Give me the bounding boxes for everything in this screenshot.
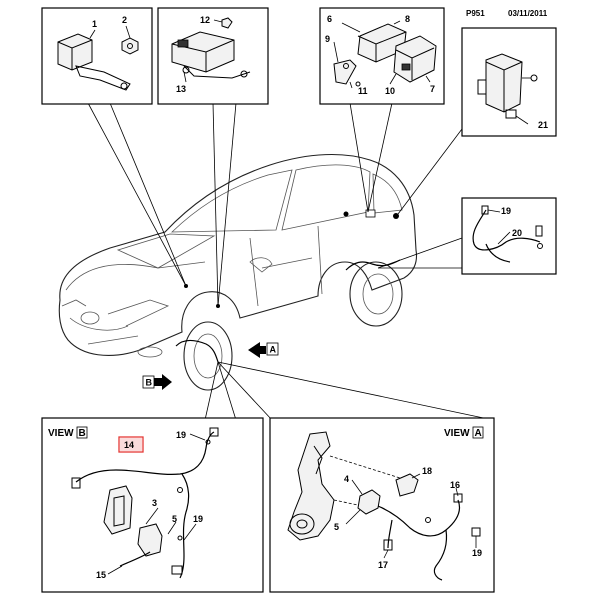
callout-19-viewb-top: 19 [176,430,186,440]
callout-4: 4 [344,474,349,484]
diagram-date: 03/11/2011 [508,9,548,18]
view-arrow-b: B [142,374,172,390]
callout-12: 12 [200,15,210,25]
callout-13: 13 [176,84,186,94]
callout-16: 16 [450,480,460,490]
callout-19-harness: 19 [501,206,511,216]
callout-10: 10 [385,86,395,96]
view-arrow-a: A [248,342,279,358]
callout-20: 20 [512,228,522,238]
inset-wiring-harness: 19 20 [461,197,557,275]
callout-14: 14 [124,440,134,450]
callout-18: 18 [422,466,432,476]
callout-9: 9 [325,34,330,44]
callout-7: 7 [430,84,435,94]
callout-5-viewa: 5 [334,522,339,532]
view-b-letter: B [79,428,86,439]
car-wiring [175,209,401,363]
diagram-code: P951 [466,9,485,18]
callout-11: 11 [358,86,368,96]
inset-side-sensor: 21 [461,27,557,137]
callout-3: 3 [152,498,157,508]
callout-15: 15 [96,570,106,580]
view-a-panel: VIEW A 4 18 5 17 16 19 [269,417,495,593]
inset-sensor-bracket: 1 2 [41,7,153,105]
view-arrow-b-letter: B [146,378,153,388]
callout-8: 8 [405,14,410,24]
callout-6: 6 [327,14,332,24]
view-b-panel: VIEW B 14 19 3 5 19 15 [41,417,264,593]
view-b-word: VIEW [48,428,74,439]
leader-lines [87,102,494,421]
inset-control-module: 6 8 9 11 10 7 [319,7,445,105]
view-a-word: VIEW [444,428,470,439]
callout-19-viewb-bottom: 19 [193,514,203,524]
car-outline [58,153,418,391]
callout-19-viewa: 19 [472,548,482,558]
view-a-letter: A [475,428,482,439]
inset-acceleration-sensor: 12 13 [157,7,269,105]
callout-5-viewb: 5 [172,514,177,524]
callout-1: 1 [92,19,97,29]
callout-21: 21 [538,120,548,130]
callout-2: 2 [122,15,127,25]
view-arrow-a-letter: A [270,345,277,355]
callout-17: 17 [378,560,388,570]
